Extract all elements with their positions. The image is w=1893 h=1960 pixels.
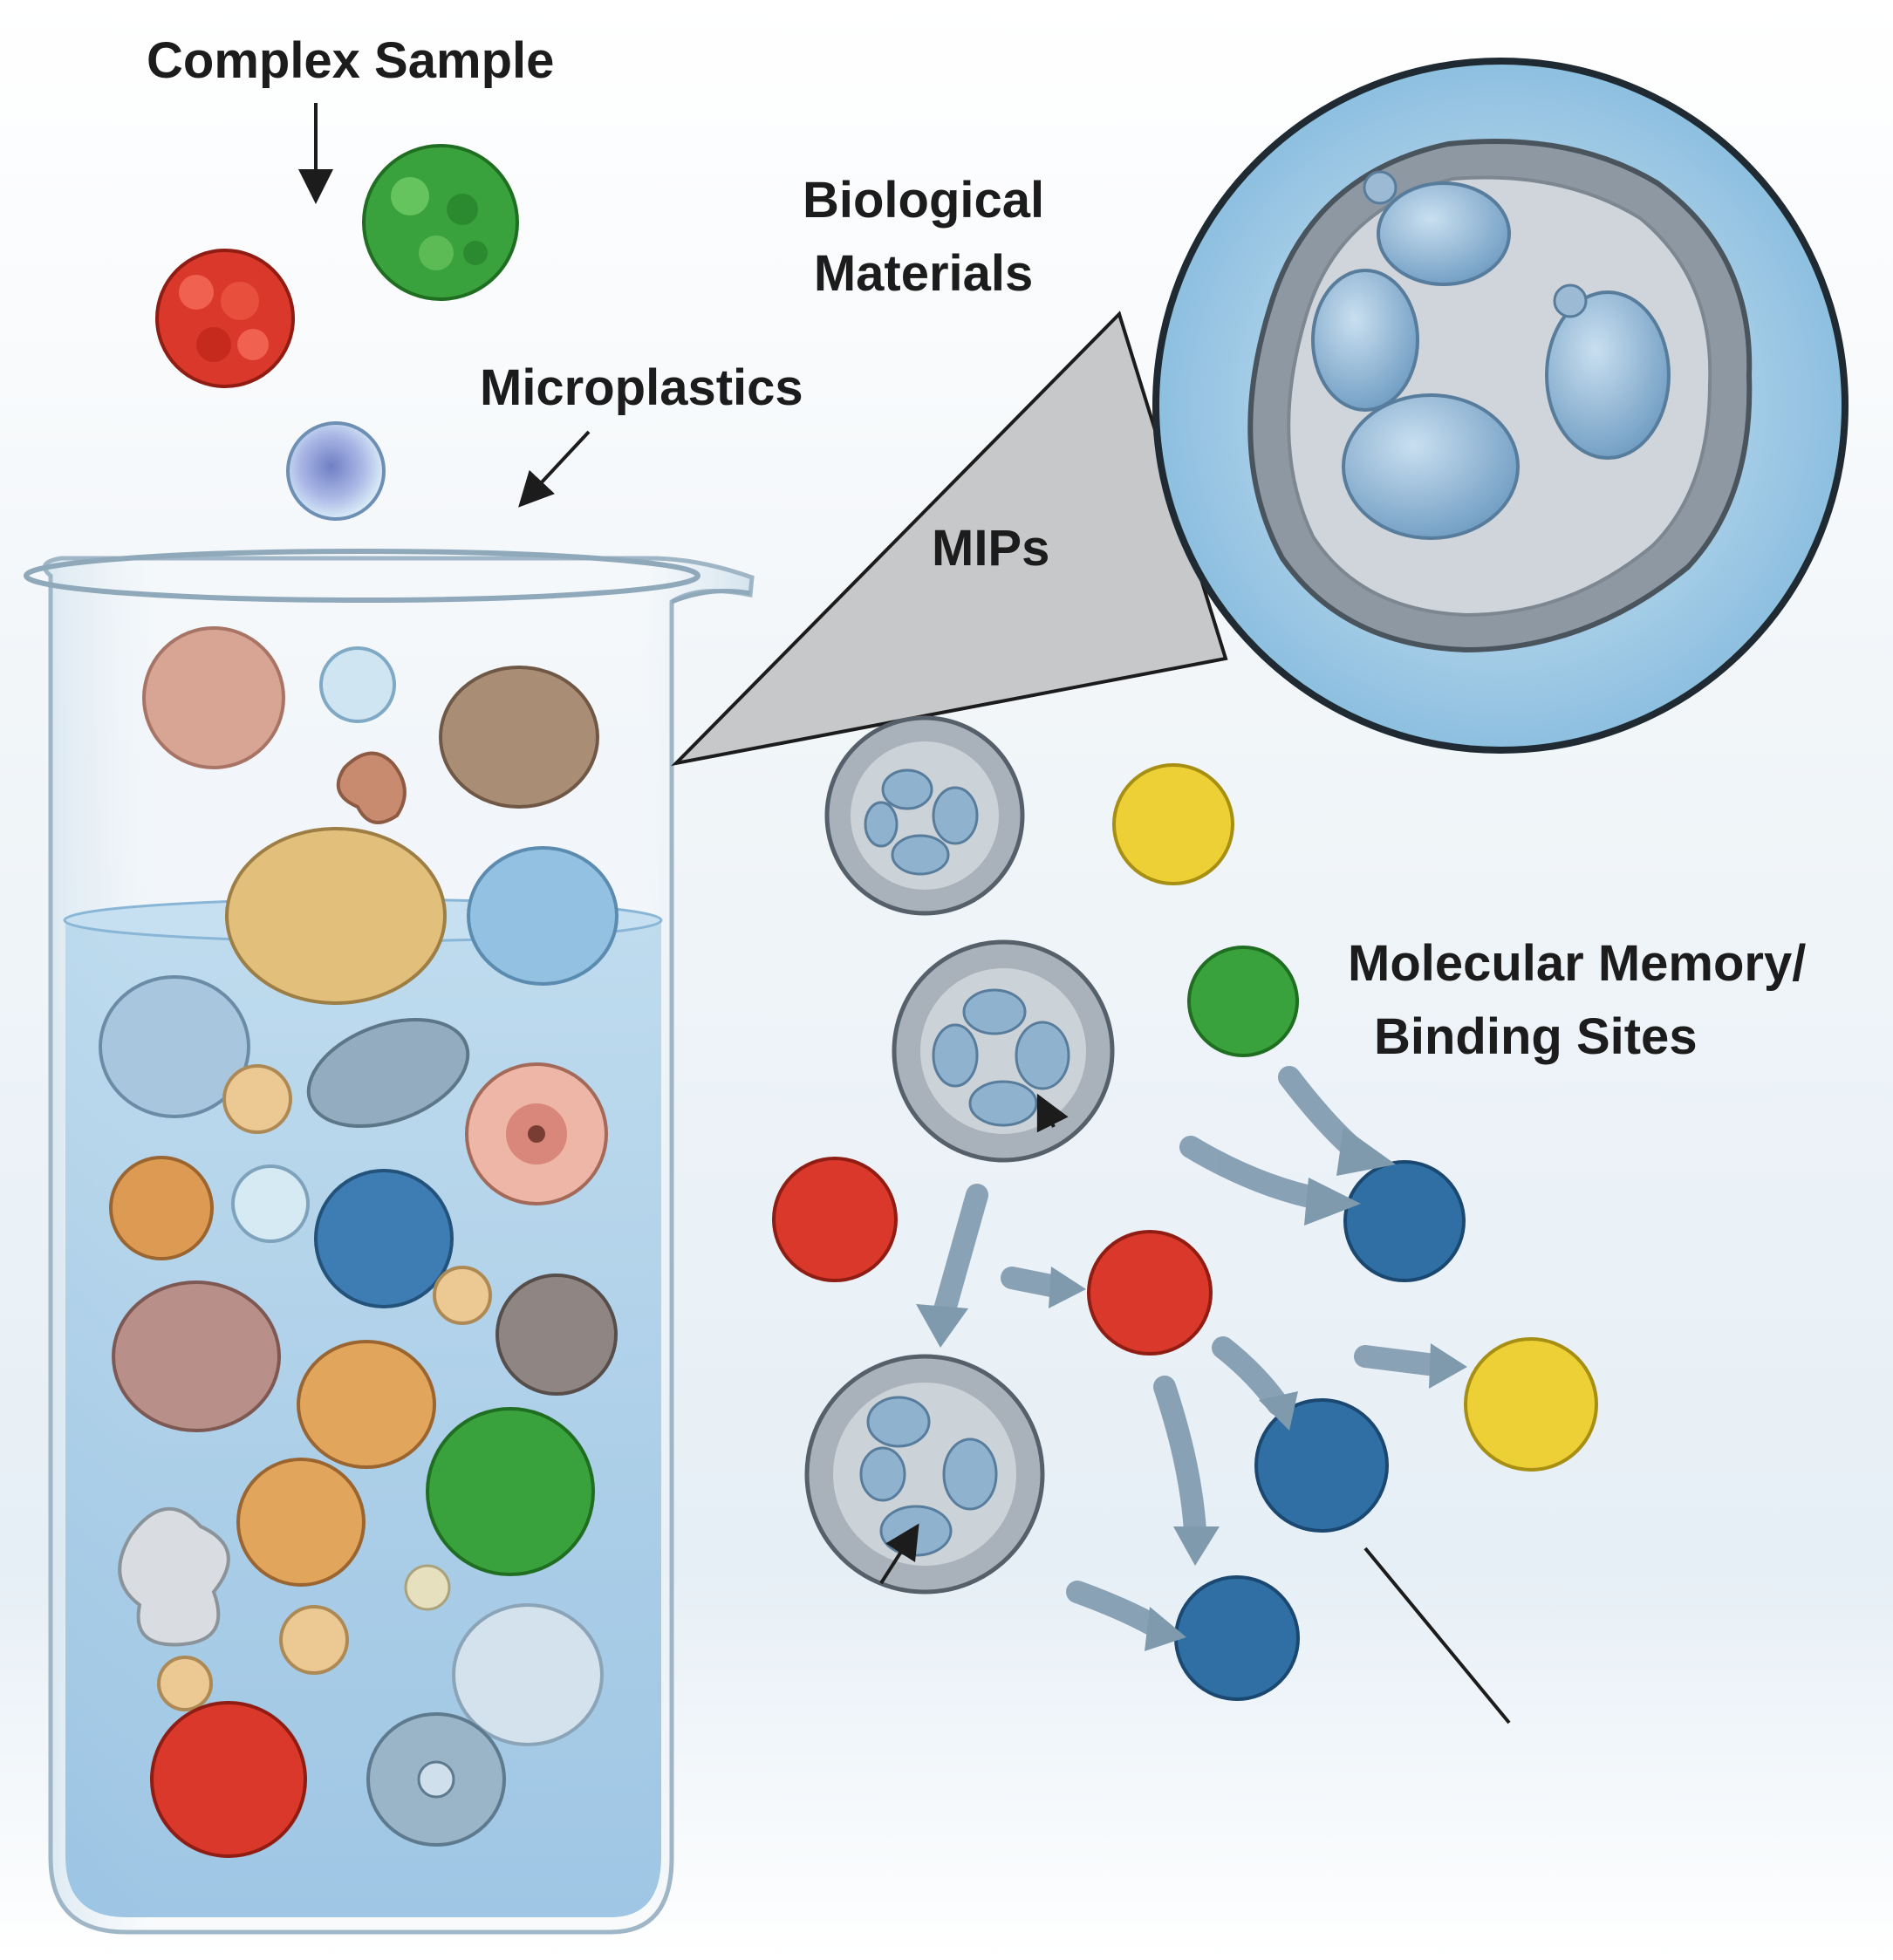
- tan-bead-3: [279, 1605, 349, 1675]
- mip-particle-2: [892, 939, 1115, 1163]
- complex-sample-label: Complex Sample: [147, 32, 555, 89]
- falling-red-particle: [155, 249, 295, 388]
- gray-spotted-particle: [495, 1274, 618, 1396]
- pale-cell: [452, 1603, 604, 1746]
- green-particle: [426, 1407, 595, 1576]
- blue-cluster-bottom: [1174, 1575, 1300, 1701]
- light-blue-aggregate: [99, 975, 250, 1118]
- red-cluster: [150, 1701, 307, 1858]
- tan-bead-4: [157, 1656, 213, 1711]
- mip-zoom-view: [1152, 58, 1849, 754]
- yellow-cluster-top: [1112, 763, 1234, 885]
- small-brown-fragment: [336, 751, 407, 824]
- yellow-cluster-right: [1464, 1337, 1598, 1472]
- molecular-memory-label: Molecular Memory/ Binding Sites: [1348, 927, 1806, 1074]
- tan-bead-2: [433, 1266, 492, 1325]
- light-bubble: [231, 1164, 310, 1243]
- biological-materials-line-2: Materials: [813, 245, 1034, 303]
- tan-aggregate: [225, 827, 447, 1005]
- blue-blob: [467, 846, 618, 986]
- red-cluster-mid: [1087, 1230, 1213, 1356]
- small-bead: [404, 1564, 451, 1611]
- blue-cluster-mid: [1254, 1398, 1389, 1533]
- molecular-memory-line-2: Binding Sites: [1374, 1008, 1698, 1066]
- blue-cluster-right: [1343, 1160, 1466, 1282]
- red-cluster-left: [772, 1157, 898, 1282]
- biological-materials-line-1: Biological: [803, 172, 1045, 229]
- orange-cluster-3: [236, 1458, 366, 1587]
- binding-site-pointer-line: [1363, 1547, 1511, 1724]
- blue-cluster: [314, 1169, 454, 1308]
- flow-arrow-heads: [916, 1127, 1467, 1651]
- small-blue-cell: [319, 646, 396, 723]
- beaker-rim: [24, 549, 700, 603]
- mip-particle-1: [824, 715, 1025, 916]
- tan-bead: [222, 1064, 292, 1134]
- orange-cluster: [109, 1156, 214, 1260]
- mips-label: MIPs: [932, 520, 1050, 577]
- pink-particle: [142, 626, 285, 769]
- green-cluster: [1187, 946, 1299, 1057]
- mauve-aggregate: [112, 1280, 281, 1432]
- falling-green-particle: [362, 144, 519, 301]
- microplastics-label: Microplastics: [480, 359, 803, 416]
- brown-aggregate: [439, 666, 599, 809]
- white-fragment: [118, 1506, 230, 1647]
- mip-particle-3: [804, 1354, 1045, 1595]
- biological-materials-label: Biological Materials: [803, 164, 1044, 311]
- orange-cluster-2: [297, 1340, 436, 1469]
- microplastics-arrow: [518, 430, 591, 508]
- molecular-memory-line-1: Molecular Memory/: [1348, 935, 1807, 992]
- falling-microplastic-bead: [286, 421, 386, 521]
- gray-aggregate: [306, 1017, 470, 1129]
- beaker-particles: [99, 626, 618, 1858]
